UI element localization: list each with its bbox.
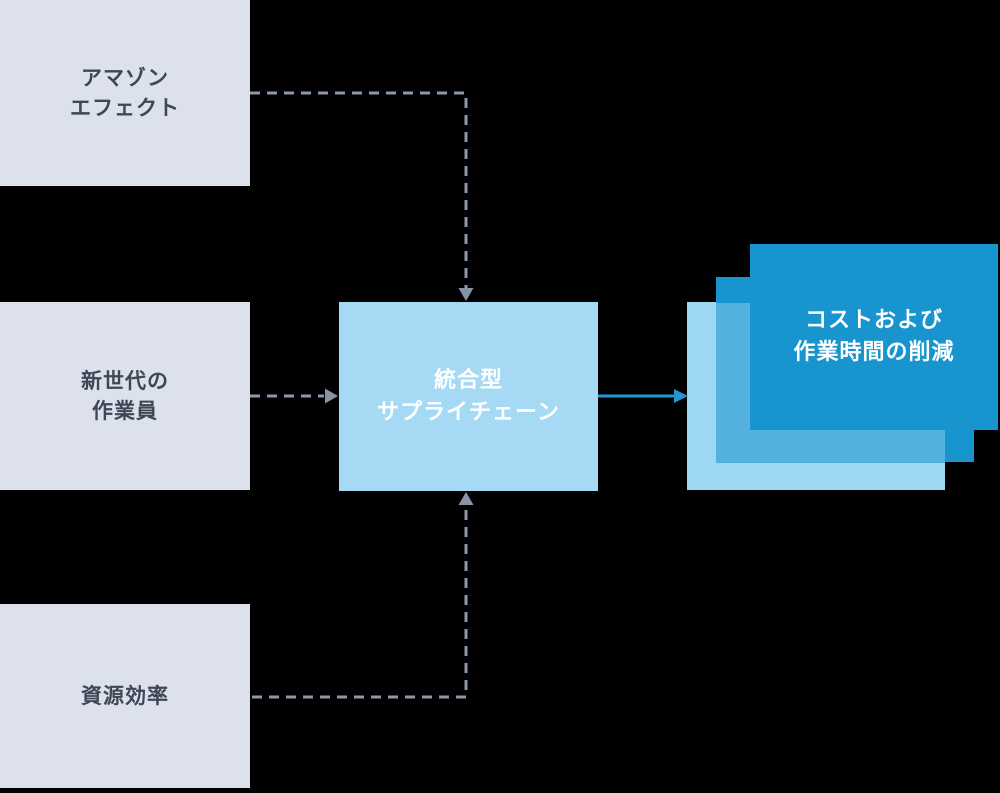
outcome-card-front: コストおよび 作業時間の削減	[750, 244, 998, 430]
source-box-resource-efficiency: 資源効率	[0, 604, 250, 788]
arrow-right-icon	[325, 388, 338, 404]
source-box-new-generation-workers: 新世代の 作業員	[0, 302, 250, 490]
outcome-label: コストおよび 作業時間の削減	[793, 308, 955, 365]
source-label-amazon-effect: アマゾン エフェクト	[70, 65, 180, 120]
hub-label: 統合型 サプライチェーン	[377, 367, 560, 425]
hub-box-integrated-supply-chain: 統合型 サプライチェーン	[339, 302, 598, 491]
source-box-amazon-effect: アマゾン エフェクト	[0, 0, 250, 186]
arrow-down-icon	[458, 288, 474, 301]
arrow-hub-to-outcome	[598, 389, 688, 403]
arrow-up-icon	[458, 492, 474, 505]
arrow-resource-to-hub	[252, 492, 474, 699]
arrow-amazon-to-hub	[250, 91, 474, 301]
arrow-right-icon	[674, 389, 688, 403]
source-label-resource-efficiency: 資源効率	[81, 683, 169, 708]
source-label-new-generation-workers: 新世代の 作業員	[81, 368, 169, 423]
arrow-workers-to-hub	[250, 388, 338, 404]
